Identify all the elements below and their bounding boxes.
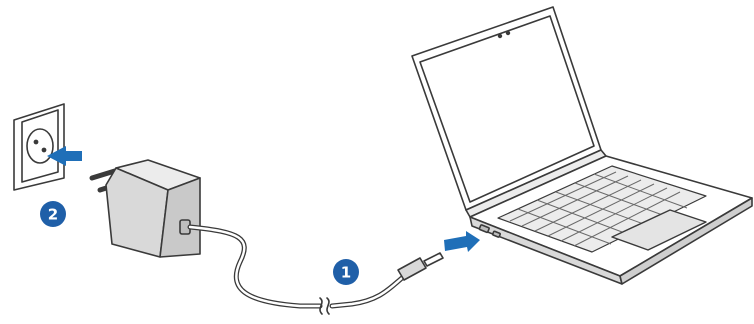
step-1-label: 1 (341, 264, 351, 282)
step-2-label: 2 (48, 206, 58, 224)
step-1-badge: 1 (333, 259, 359, 285)
step-2-badge: 2 (40, 201, 66, 227)
insert-arrow-icon (444, 231, 480, 252)
connector-plug-icon (398, 253, 443, 280)
wall-outlet-icon (14, 104, 64, 190)
cable-icon (190, 227, 402, 314)
power-adapter-icon (92, 160, 200, 257)
